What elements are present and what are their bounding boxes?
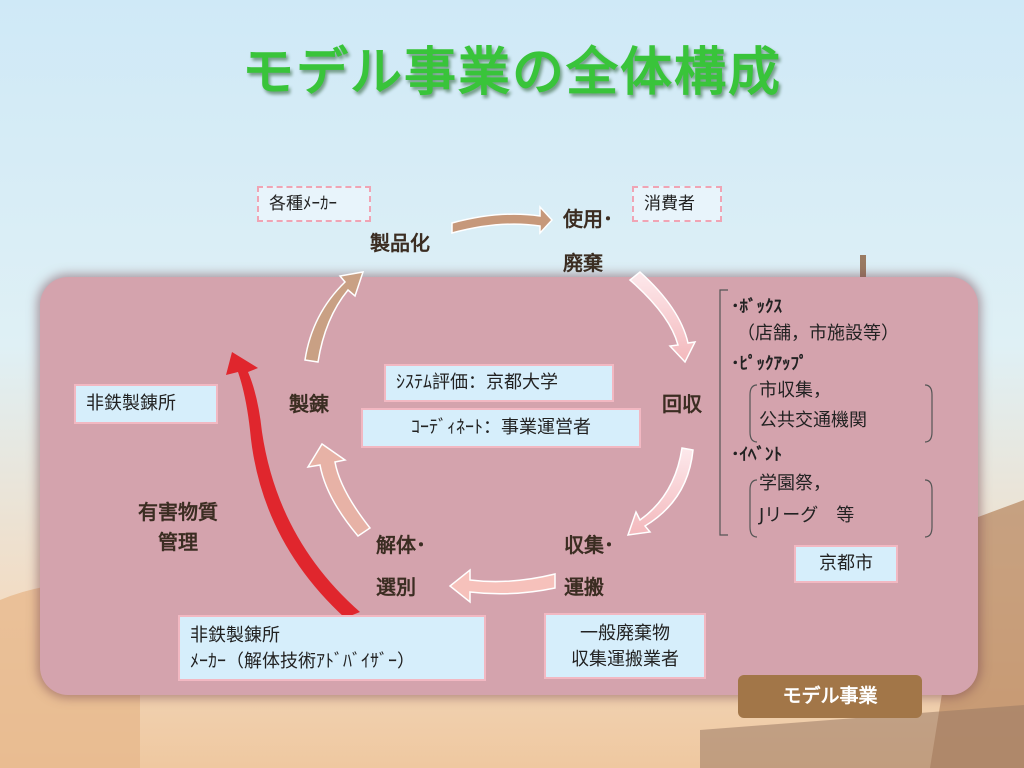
method-pickup-detail2: 公共交通機関 xyxy=(759,410,867,431)
page-title: モデル事業の全体構成 xyxy=(241,43,782,103)
method-box-head: ･ﾎﾞｯｸｽ xyxy=(731,297,782,317)
method-pickup-detail1: 市収集， xyxy=(759,380,831,401)
arrow-use-to-collect xyxy=(628,271,697,364)
waste-collector-line2: 収集運搬業者 xyxy=(571,649,679,670)
label-use: 使用･ xyxy=(563,207,613,231)
arrow-transport-to-dismantle xyxy=(448,568,556,604)
model-project-badge: モデル事業 xyxy=(738,675,922,718)
kyoto-city-box: 京都市 xyxy=(794,545,898,583)
smelter-maker-line1: 非鉄製錬所 xyxy=(190,625,280,646)
method-event-head: ･ｲﾍﾞﾝﾄ xyxy=(731,445,782,465)
label-dismantle: 解体･ 選別 xyxy=(376,528,426,604)
arrow-collect-to-transport xyxy=(626,447,694,536)
coordinate-box: ｺｰﾃﾞｨﾈｰﾄ：事業運営者 xyxy=(361,408,641,448)
smelter-maker-box: 非鉄製錬所 ﾒｰｶｰ（解体技術ｱﾄﾞﾊﾞｲｻﾞｰ） xyxy=(178,615,486,681)
label-refine: 製錬 xyxy=(289,392,329,416)
label-dispose: 廃棄 xyxy=(563,251,603,275)
makers-box: 各種ﾒｰｶｰ xyxy=(257,186,371,222)
hazard-line1: 有害物質 xyxy=(138,500,218,524)
label-collection: 収集･ xyxy=(564,533,614,557)
label-collect: 回収 xyxy=(662,392,702,416)
system-evaluation-box: ｼｽﾃﾑ評価：京都大学 xyxy=(384,364,614,402)
waste-collector-box: 一般廃棄物 収集運搬業者 xyxy=(544,613,706,679)
hazard-management-label: 有害物質 管理 xyxy=(138,497,218,557)
collection-methods: ･ﾎﾞｯｸｽ （店舗，市施設等） ･ﾋﾟｯｸｱｯﾌﾟ 市収集， 公共交通機関 ･… xyxy=(731,292,961,527)
hazard-line2: 管理 xyxy=(158,530,198,554)
method-box-detail: （店舗，市施設等） xyxy=(737,323,899,344)
method-event-detail1: 学園祭， xyxy=(759,473,831,494)
consumers-box: 消費者 xyxy=(632,186,722,222)
label-sort: 選別 xyxy=(376,575,416,599)
arrow-product-to-use xyxy=(451,205,554,235)
arrow-dismantle-to-refine xyxy=(306,442,372,537)
label-carry: 運搬 xyxy=(564,575,604,599)
label-product: 製品化 xyxy=(370,231,430,255)
nonferrous-smelter-box: 非鉄製錬所 xyxy=(74,384,218,424)
smelter-maker-line2: ﾒｰｶｰ（解体技術ｱﾄﾞﾊﾞｲｻﾞｰ） xyxy=(190,651,415,672)
arrow-refine-to-product xyxy=(304,271,365,363)
arrow-hazard-return xyxy=(226,352,360,618)
method-pickup-head: ･ﾋﾟｯｸｱｯﾌﾟ xyxy=(731,354,808,374)
method-event-detail2: Jリーグ 等 xyxy=(759,505,855,526)
label-dismantle-top: 解体･ xyxy=(376,533,426,557)
collection-list-bracket xyxy=(719,289,728,536)
label-transport: 収集･ 運搬 xyxy=(564,528,614,604)
label-use-dispose: 使用･ 廃棄 xyxy=(563,202,613,280)
waste-collector-line1: 一般廃棄物 xyxy=(580,623,670,644)
